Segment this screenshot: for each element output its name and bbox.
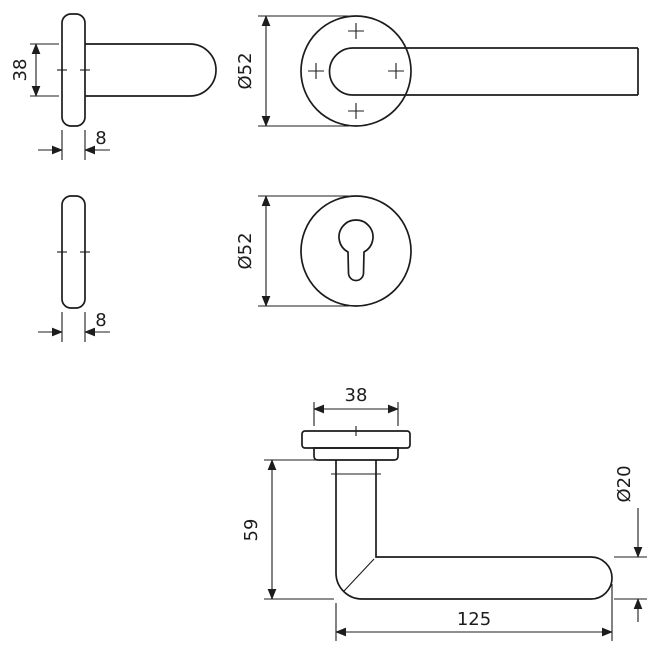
dim-label-lever-length: 125 xyxy=(457,609,491,630)
dim-label-rose-width: 38 xyxy=(345,385,368,406)
dimension-lever-diameter: Ø20 xyxy=(614,465,647,622)
dimension-rose-diameter: Ø52 xyxy=(235,15,349,127)
dim-label-neck-height: 59 xyxy=(241,519,262,542)
handle-side-view: 38 8 xyxy=(10,13,217,160)
dimension-escutcheon-diameter: Ø52 xyxy=(235,195,349,307)
dimension-escutcheon-thickness: 8 xyxy=(38,310,110,342)
escutcheon-outline xyxy=(300,195,412,307)
dim-label-rose-thickness: 8 xyxy=(95,128,106,149)
dim-label-rose-diameter: Ø52 xyxy=(235,52,256,89)
dimension-handle-height: 38 xyxy=(10,43,59,97)
dimension-rose-width: 38 xyxy=(313,385,399,426)
euro-profile-keyhole xyxy=(338,219,374,282)
dim-label-lever-diameter: Ø20 xyxy=(614,465,635,502)
dim-label-handle-height: 38 xyxy=(10,59,31,82)
lever-top-profile xyxy=(85,43,217,97)
handle-rose-front-view: Ø52 xyxy=(235,15,639,127)
handle-front-view: 38 59 125 Ø20 xyxy=(241,385,647,641)
screw-marks xyxy=(308,23,404,119)
elbow-miter-seam xyxy=(343,558,375,592)
screw-cross-mark xyxy=(308,63,324,79)
escutcheon-front-view: Ø52 xyxy=(235,195,412,307)
spindle-cross-mark xyxy=(388,63,404,79)
lever-front-profile xyxy=(328,47,638,96)
dim-label-escutcheon-thickness: 8 xyxy=(95,310,106,331)
dimension-rose-thickness: 8 xyxy=(38,128,110,160)
escutcheon-side-view: 8 xyxy=(38,195,110,342)
rose-outline xyxy=(300,15,412,127)
dimension-lever-length: 125 xyxy=(335,584,613,641)
dimension-neck-height: 59 xyxy=(241,459,334,600)
screw-cross-mark xyxy=(348,23,364,39)
lever-elevation-profile xyxy=(335,460,613,600)
rose-collar-profile xyxy=(313,447,399,461)
screw-cross-mark xyxy=(348,103,364,119)
dim-label-escutcheon-diameter: Ø52 xyxy=(235,232,256,269)
